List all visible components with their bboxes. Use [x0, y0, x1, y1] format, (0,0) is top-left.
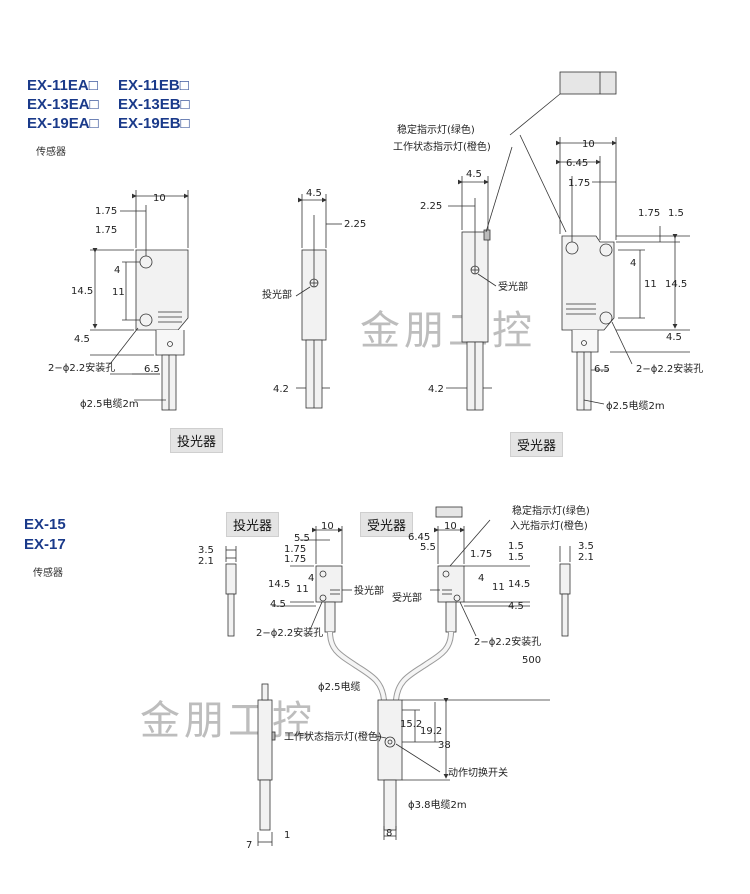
model-ex11eb: EX-11EB□: [118, 77, 189, 94]
ex15-cables-and-amp: [327, 631, 550, 840]
label-cable-3-8: ϕ3.8电缆2m: [408, 798, 467, 811]
label-mount-holes-emitter: 2−ϕ2.2安装孔: [48, 361, 115, 374]
label-emit-part: 投光部: [262, 288, 292, 301]
ex15-emitter-side: [225, 546, 237, 637]
dim-3-5-left: 3.5: [198, 545, 214, 556]
dim-2-1-left: 2.1: [198, 556, 214, 567]
dim-500: 500: [522, 655, 541, 666]
ex15-amp-side: [257, 683, 276, 846]
label-receive-part: 受光部: [498, 280, 528, 293]
dim-1-5-ex15-b: 1.5: [508, 552, 524, 563]
label-stable-led: 稳定指示灯(绿色): [397, 123, 475, 136]
label-operation-led: 工作状态指示灯(橙色): [393, 140, 491, 153]
label-receive-part-ex15: 受光部: [392, 591, 422, 604]
dim-11-ex15-receiver: 11: [492, 582, 505, 593]
dim-4-receiver: 4: [630, 258, 636, 269]
label-emit-part-ex15: 投光部: [354, 584, 384, 597]
dim-6-45-ex15: 6.45: [408, 532, 430, 543]
receiver-side-view: [446, 176, 497, 411]
dim-15-2: 15.2: [400, 719, 422, 730]
caption-receiver-top: 受光器: [510, 432, 564, 457]
dim-1-75-ex15-receiver: 1.75: [470, 549, 492, 560]
dim-3-5-right: 3.5: [578, 541, 594, 552]
dim-19-2: 19.2: [420, 726, 442, 737]
watermark-top: 金朋工控: [360, 308, 536, 354]
label-cable-emitter: ϕ2.5电缆2m: [80, 397, 139, 410]
dim-4-5-receiver: 4.5: [666, 332, 682, 343]
dim-height-14-5: 14.5: [71, 286, 93, 297]
model-ex11ea: EX-11EA□: [27, 77, 98, 94]
dim-4-5-ex15-receiver: 4.5: [508, 601, 524, 612]
dim-1-75-ex15-a: 1.75: [284, 544, 306, 555]
dim-11: 11: [112, 287, 125, 298]
dim-10-ex15-receiver: 10: [444, 521, 457, 532]
model-ex19eb: EX-19EB□: [118, 115, 190, 132]
label-mount-holes-receiver: 2−ϕ2.2安装孔: [636, 362, 703, 375]
dim-4: 4: [114, 265, 120, 276]
dim-2-25-receiver: 2.25: [420, 201, 442, 212]
dim-1-5-ex15-a: 1.5: [508, 541, 524, 552]
dim-4-2-receiver: 4.2: [428, 384, 444, 395]
emitter-side-view: [295, 194, 342, 409]
caption-receiver-bottom: 受光器: [360, 512, 414, 537]
dim-4-5-ex15: 4.5: [270, 599, 286, 610]
model-ex13ea: EX-13EA□: [27, 96, 99, 113]
dim-1-5: 1.5: [668, 208, 684, 219]
dim-receiver-width-10: 10: [582, 139, 595, 150]
dim-10-ex15-emitter: 10: [321, 521, 334, 532]
label-cable-receiver: ϕ2.5电缆2m: [606, 399, 665, 412]
dim-5-5-emitter: 5.5: [294, 533, 310, 544]
sensor-label-top: 传感器: [36, 147, 66, 158]
emitter-front-view: [90, 190, 189, 411]
dim-1-75-ex15-b: 1.75: [284, 554, 306, 565]
dim-4-5-receiver-side: 4.5: [466, 169, 482, 180]
dim-1-75-b: 1.75: [95, 225, 117, 236]
label-mount-holes-ex15-receiver: 2−ϕ2.2安装孔: [474, 635, 541, 648]
sensor-label-bottom: 传感器: [33, 568, 63, 579]
caption-emitter-bottom: 投光器: [226, 512, 280, 537]
dim-38: 38: [438, 740, 451, 751]
dim-14-5-ex15: 14.5: [268, 579, 290, 590]
dim-5-5-ex15: 5.5: [420, 542, 436, 553]
ex15-receiver-front: [430, 506, 530, 637]
caption-emitter-top: 投光器: [170, 428, 224, 453]
dim-6-5-receiver: 6.5: [594, 364, 610, 375]
model-ex19ea: EX-19EA□: [27, 115, 99, 132]
model-ex15: EX-15: [24, 516, 66, 533]
dim-8: 8: [386, 828, 392, 839]
dim-4-5: 4.5: [74, 334, 90, 345]
dim-7: 7: [246, 840, 252, 851]
dim-4-5-side: 4.5: [306, 188, 322, 199]
dim-6-45: 6.45: [566, 158, 588, 169]
dim-6-5: 6.5: [144, 364, 160, 375]
dim-4-ex15-receiver: 4: [478, 573, 484, 584]
dim-14-5-receiver: 14.5: [665, 279, 687, 290]
model-ex17: EX-17: [24, 536, 66, 553]
dim-1: 1: [284, 830, 290, 841]
dim-2-1-right: 2.1: [578, 552, 594, 563]
dim-width-10: 10: [153, 193, 166, 204]
ex15-emitter-front: [272, 526, 352, 633]
label-cable-ex15: ϕ2.5电缆: [318, 680, 361, 693]
ex15-receiver-side: [559, 546, 571, 637]
dim-11-receiver: 11: [644, 279, 657, 290]
receiver-front-view: [485, 71, 690, 411]
label-stable-led-ex15: 稳定指示灯(绿色): [512, 504, 590, 517]
model-ex13eb: EX-13EB□: [118, 96, 190, 113]
dim-1-75-receiver: 1.75: [568, 178, 590, 189]
dim-2-25: 2.25: [344, 219, 366, 230]
dim-11-ex15: 11: [296, 584, 309, 595]
dim-4-2-emitter: 4.2: [273, 384, 289, 395]
label-mode-switch: 动作切换开关: [448, 766, 508, 779]
dim-4-ex15: 4: [308, 573, 314, 584]
label-mount-holes-ex15-emitter: 2−ϕ2.2安装孔: [256, 626, 323, 639]
dim-1-75-right: 1.75: [638, 208, 660, 219]
label-receive-led-ex15: 入光指示灯(橙色): [510, 519, 588, 532]
label-operation-led-ex15: 工作状态指示灯(橙色): [284, 730, 382, 743]
dim-1-75-a: 1.75: [95, 206, 117, 217]
watermark-bottom: 金朋工控: [140, 698, 316, 744]
dim-14-5-ex15-receiver: 14.5: [508, 579, 530, 590]
